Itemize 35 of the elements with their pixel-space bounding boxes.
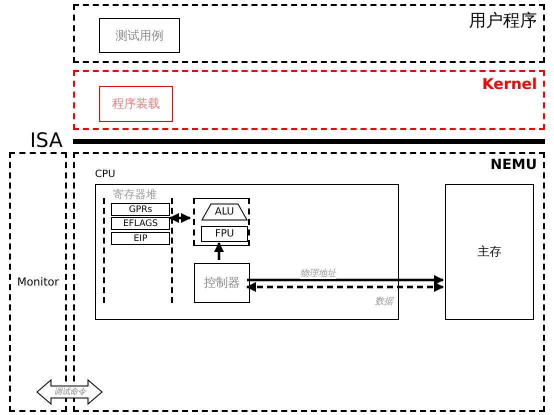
node-label: 控制器	[203, 274, 241, 292]
fpu-box	[201, 226, 248, 242]
alu-trapezoid	[201, 203, 248, 221]
arrow	[169, 213, 191, 223]
process-box	[99, 18, 180, 53]
node-label: EIP	[132, 234, 148, 244]
execution-unit-box	[193, 198, 250, 246]
controller-box	[194, 263, 250, 303]
edge-label: 物理地址	[300, 269, 336, 279]
node-label: ALU	[214, 206, 236, 218]
node-label: GPRs	[128, 204, 154, 214]
process-box	[99, 86, 173, 122]
register-box	[111, 232, 170, 245]
heading: CPU	[95, 169, 116, 180]
layer-label: ISA	[30, 128, 63, 152]
register-box	[111, 217, 170, 230]
region-box	[73, 4, 545, 63]
arrow	[246, 282, 444, 292]
arrow	[214, 242, 224, 260]
node-label: Monitor	[16, 276, 60, 288]
memory-box	[445, 184, 534, 320]
node-label: EFLAGS	[122, 218, 159, 228]
region-box	[73, 70, 545, 130]
edge-label: 数据	[375, 297, 393, 307]
heading: Kernel	[482, 75, 537, 93]
heading: NEMU	[490, 157, 537, 173]
heading: 用户程序	[469, 10, 537, 32]
heading: 寄存器堆	[113, 189, 157, 201]
node-label: 主存	[476, 244, 502, 260]
node-label: FPU	[214, 228, 236, 240]
node-label: 程序装载	[111, 96, 161, 112]
edge-label: 调试命令	[54, 387, 86, 397]
arrow	[247, 275, 444, 285]
node-label: 测试用例	[114, 27, 164, 44]
register-box	[111, 203, 170, 216]
